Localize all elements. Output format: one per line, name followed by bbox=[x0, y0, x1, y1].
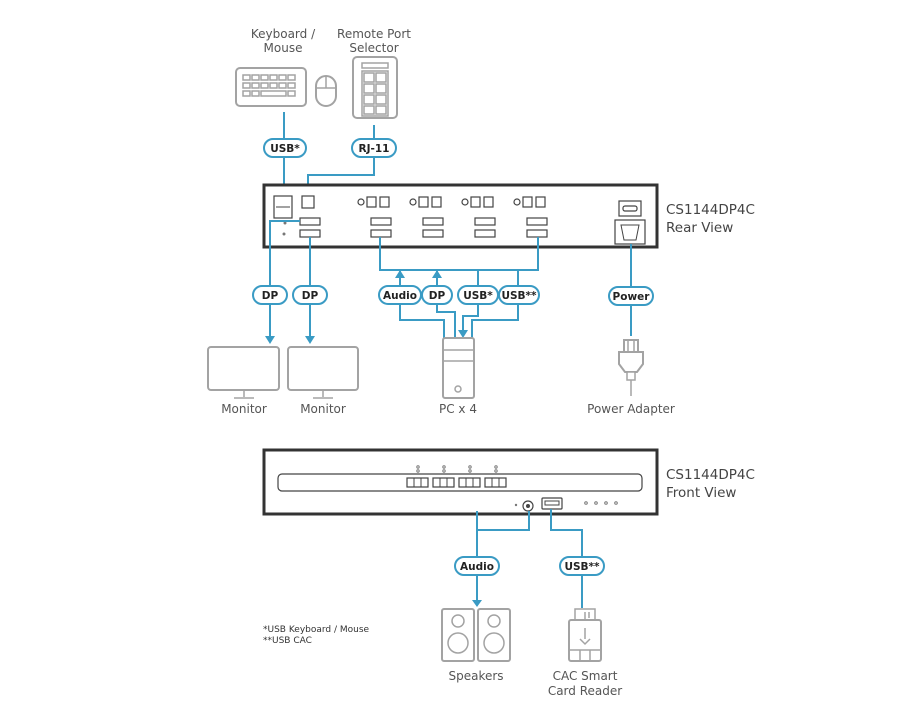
svg-text:Power: Power bbox=[613, 291, 651, 303]
pc-bus-wire bbox=[379, 237, 539, 338]
keyboard-mouse-label-2: Mouse bbox=[264, 41, 303, 55]
front-audio-tag: Audio bbox=[454, 556, 500, 576]
svg-text:USB**: USB** bbox=[501, 290, 537, 302]
front-usb-cac-tag: USB** bbox=[559, 556, 605, 576]
pc-dp-tag: DP bbox=[421, 285, 453, 305]
mouse-icon bbox=[315, 75, 337, 107]
front-port-button-2 bbox=[432, 465, 455, 488]
keyboard-mouse-label: Keyboard / bbox=[251, 27, 316, 41]
power-plug-icon bbox=[618, 339, 644, 396]
monitor-icon-1 bbox=[207, 346, 280, 399]
cac-reader-label-2: Card Reader bbox=[548, 684, 622, 698]
front-view-model: CS1144DP4C bbox=[666, 467, 755, 483]
front-port-button-1 bbox=[406, 465, 429, 488]
pc-port-group-4 bbox=[513, 196, 548, 238]
pc-audio-tag: Audio bbox=[378, 285, 422, 305]
rear-view-unit bbox=[262, 183, 659, 249]
pc-port-group-2 bbox=[409, 196, 444, 238]
front-view-label: Front View bbox=[666, 485, 736, 501]
remote-port-selector-label: Remote Port bbox=[337, 27, 411, 41]
pc-port-group-3 bbox=[461, 196, 496, 238]
power-adapter-label: Power Adapter bbox=[587, 402, 675, 416]
dp-1-tag: DP bbox=[252, 285, 288, 305]
cac-reader-icon bbox=[568, 608, 602, 662]
rear-view-model: CS1144DP4C bbox=[666, 202, 755, 218]
cac-reader-label: CAC Smart bbox=[553, 669, 618, 683]
svg-text:RJ-11: RJ-11 bbox=[359, 143, 390, 155]
remote-port-selector-label-2: Selector bbox=[349, 41, 398, 55]
pc-tower-icon bbox=[442, 337, 475, 399]
footnote-usb-kbm: *USB Keyboard / Mouse bbox=[263, 625, 370, 635]
remote-port-selector-icon bbox=[352, 56, 398, 119]
keyboard-icon bbox=[235, 67, 307, 107]
svg-text:DP: DP bbox=[262, 290, 279, 302]
speakers-label: Speakers bbox=[448, 669, 503, 683]
pc-port-group-1 bbox=[357, 196, 392, 238]
front-port-button-3 bbox=[458, 465, 481, 488]
svg-text:USB*: USB* bbox=[463, 290, 493, 302]
svg-text:DP: DP bbox=[429, 290, 446, 302]
rj11-tag: RJ-11 bbox=[351, 138, 397, 158]
front-port-button-4 bbox=[484, 465, 507, 488]
power-tag: Power bbox=[608, 286, 654, 306]
front-view-unit bbox=[262, 448, 659, 516]
svg-text:USB**: USB** bbox=[564, 561, 600, 573]
svg-text:DP: DP bbox=[302, 290, 319, 302]
svg-text:Audio: Audio bbox=[460, 561, 494, 573]
dp-2-tag: DP bbox=[292, 285, 328, 305]
monitor-2-label: Monitor bbox=[300, 402, 346, 416]
monitor-1-label: Monitor bbox=[221, 402, 267, 416]
footnote-usb-cac: **USB CAC bbox=[263, 636, 312, 646]
usb-kbm-tag: USB* bbox=[263, 138, 307, 158]
pc-usb-tag: USB* bbox=[457, 285, 499, 305]
speakers-icon bbox=[441, 608, 511, 662]
monitor-icon-2 bbox=[287, 346, 359, 399]
svg-text:Audio: Audio bbox=[383, 290, 417, 302]
pc-label: PC x 4 bbox=[439, 402, 477, 416]
pc-usb-cac-tag: USB** bbox=[498, 285, 540, 305]
rear-view-label: Rear View bbox=[666, 220, 733, 236]
svg-text:USB*: USB* bbox=[270, 143, 300, 155]
